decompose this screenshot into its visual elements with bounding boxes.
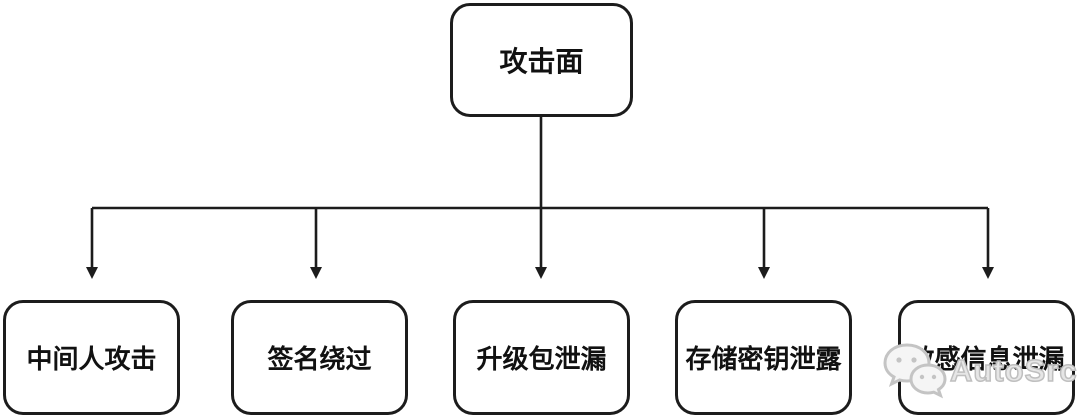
node-stored-key-leak-label: 存储密钥泄露 (685, 344, 842, 374)
node-attack-surface-label: 攻击面 (499, 46, 584, 77)
arrowhead-2 (310, 267, 322, 279)
node-upgrade-package-leak-label: 升级包泄漏 (476, 344, 607, 374)
node-signature-bypass: 签名绕过 (231, 300, 408, 415)
node-stored-key-leak: 存储密钥泄露 (675, 300, 852, 415)
node-mitm-attack: 中间人攻击 (3, 300, 180, 415)
node-attack-surface: 攻击面 (450, 3, 633, 117)
node-upgrade-package-leak: 升级包泄漏 (453, 300, 630, 415)
node-signature-bypass-label: 签名绕过 (267, 344, 372, 374)
arrowhead-3 (535, 267, 547, 279)
arrowhead-4 (758, 267, 770, 279)
arrowhead-5 (982, 267, 994, 279)
arrowhead-1 (86, 267, 98, 279)
node-mitm-attack-label: 中间人攻击 (26, 344, 157, 374)
arrowheads (86, 267, 994, 279)
node-sensitive-info-leak: 敏感信息泄漏 (898, 300, 1075, 415)
node-sensitive-info-leak-label: 敏感信息泄漏 (908, 344, 1065, 374)
